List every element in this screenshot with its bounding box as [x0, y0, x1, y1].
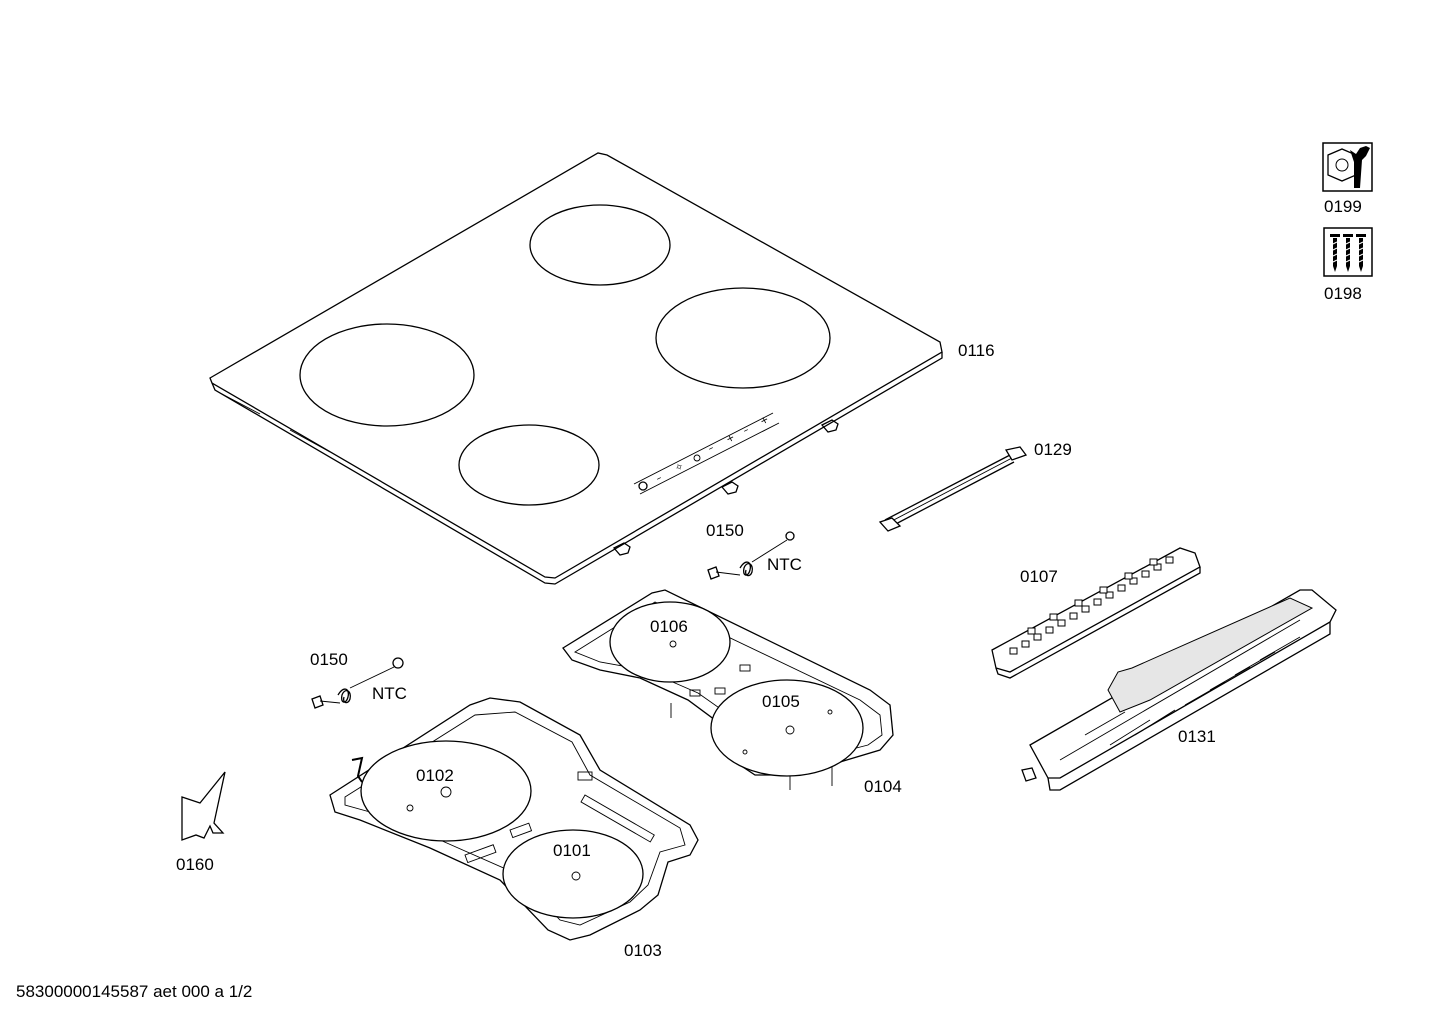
part-0150-ntc-sensor-upper[interactable] [707, 531, 795, 580]
callout-0101: 0101 [553, 841, 591, 860]
callout-0102: 0102 [416, 766, 454, 785]
callout-0103: 0103 [624, 941, 662, 960]
part-0129-cable[interactable] [878, 446, 1028, 532]
callout-0104: 0104 [864, 777, 902, 796]
callout-ntc-upper: NTC [767, 555, 802, 574]
part-0150-ntc-sensor-lower[interactable] [311, 657, 404, 709]
nut-wrench-icon [1322, 142, 1373, 192]
part-0105-heating-element[interactable] [710, 679, 864, 777]
document-id: 58300000145587 aet 000 a 1/2 [16, 982, 253, 1001]
callout-ntc-lower: NTC [372, 684, 407, 703]
part-0102-heating-element[interactable] [360, 740, 532, 842]
part-0107-control-board[interactable] [991, 547, 1201, 679]
callout-0105: 0105 [762, 692, 800, 711]
part-0106-heating-element[interactable] [609, 601, 731, 683]
kit-0198-label: 0198 [1324, 284, 1362, 303]
callout-0106: 0106 [650, 617, 688, 636]
svg-text:–: – [741, 425, 750, 437]
screws-icon [1323, 227, 1373, 277]
kit-0199-label: 0199 [1324, 197, 1362, 216]
callout-0129: 0129 [1034, 440, 1072, 459]
part-0101-heating-element[interactable] [502, 829, 644, 919]
callout-0107: 0107 [1020, 567, 1058, 586]
callout-0160: 0160 [176, 855, 214, 874]
callout-0131: 0131 [1178, 727, 1216, 746]
svg-text:–: – [654, 473, 663, 485]
svg-text:–: – [706, 443, 715, 455]
part-0116-hob-top[interactable]: – ✧ – + – + [209, 152, 943, 585]
part-0160-insulation-sheet[interactable] [181, 771, 226, 841]
touch-control-strip: – ✧ – + – + [633, 412, 780, 495]
callout-0116: 0116 [958, 341, 995, 360]
callout-0150-lower: 0150 [310, 650, 348, 669]
callout-0150-upper: 0150 [706, 521, 744, 540]
part-0131-bracket[interactable] [1021, 589, 1337, 791]
